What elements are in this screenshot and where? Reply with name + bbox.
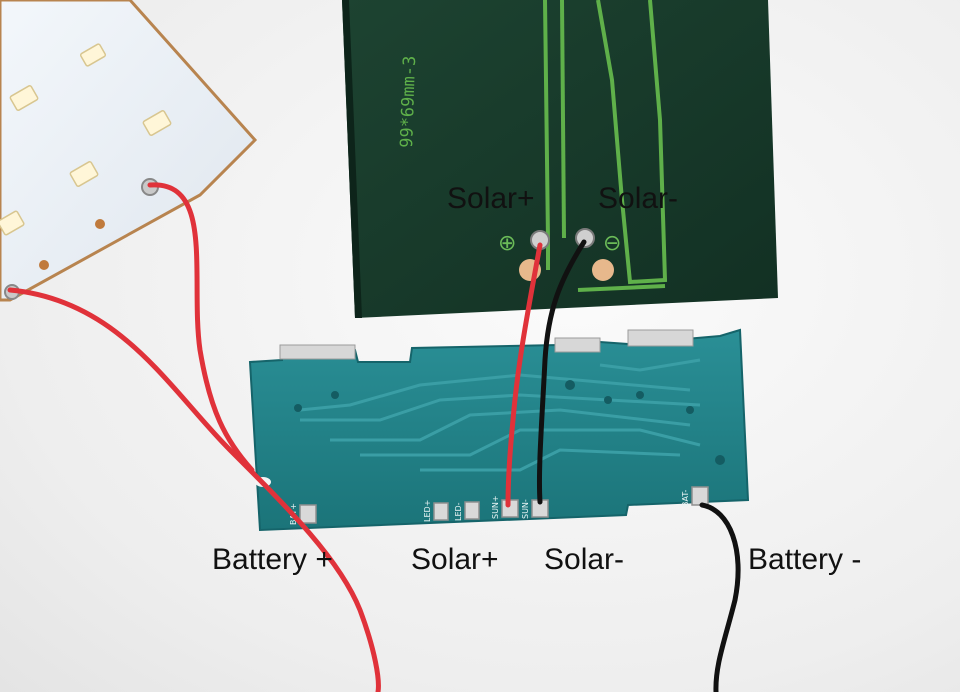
svg-text:⊖: ⊖	[603, 231, 621, 256]
controller-pcb	[248, 328, 750, 532]
label-battery-minus: Battery -	[748, 543, 862, 576]
label-solar-minus-top: Solar-	[598, 182, 679, 215]
led-chips	[0, 43, 172, 236]
solar-panel: ⊕ ⊖	[342, 0, 778, 318]
pad-label-sun-minus: SUN-	[521, 499, 530, 519]
pad-label-led-plus: LED+	[423, 500, 432, 522]
wires	[7, 182, 741, 692]
label-solar-plus-top: Solar+	[447, 182, 535, 215]
label-solar-plus-bottom: Solar+	[411, 543, 499, 576]
label-battery-plus: Battery +	[212, 543, 333, 576]
label-solar-minus-bottom: Solar-	[544, 543, 625, 576]
pad-label-sun-plus: SUN+	[491, 495, 500, 519]
pad-label-bat-minus: BAT-	[681, 490, 690, 507]
svg-text:⊕: ⊕	[498, 231, 516, 256]
led-board	[0, 0, 258, 302]
pad-label-led-minus: LED-	[454, 502, 463, 521]
panel-silkscreen: 99*69mm-3	[397, 55, 420, 148]
